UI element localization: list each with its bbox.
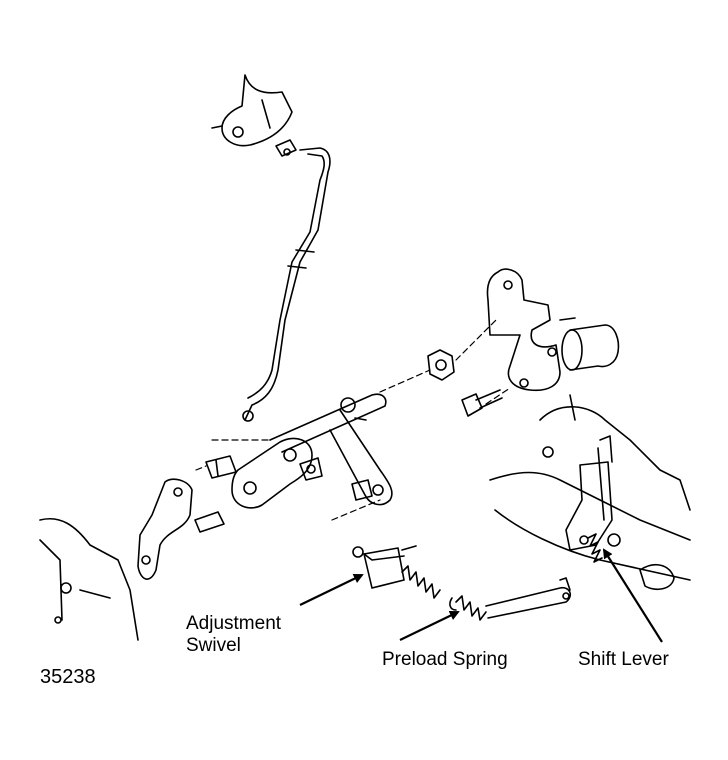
adjustment-swivel-label-line2: Swivel	[186, 635, 241, 656]
upper-bolt	[275, 139, 297, 157]
shift-lever-spring	[587, 533, 621, 563]
label-arrows	[299, 548, 663, 643]
swivel-spring	[401, 565, 441, 599]
right-bracket	[486, 268, 561, 392]
cross-shaft	[269, 393, 393, 506]
preload-spring	[449, 577, 572, 621]
shift-lever-label: Shift Lever	[578, 649, 669, 670]
alignment-lines	[195, 317, 511, 521]
shift-lever-body	[565, 435, 613, 551]
fitting-left	[205, 455, 237, 479]
hex-nut	[427, 349, 455, 381]
front-lever	[231, 437, 313, 509]
adjustment-swivel	[352, 545, 417, 589]
shift-lever-arrow	[602, 548, 663, 643]
figure-number: 35238	[40, 666, 96, 688]
adjustment-swivel-label: Adjustment Swivel	[186, 613, 281, 657]
fitting-left-bolt	[194, 511, 225, 533]
right-housing	[489, 394, 691, 591]
adjustment-swivel-label-line1: Adjustment	[186, 613, 282, 634]
shift-rod	[242, 147, 331, 422]
preload-spring-arrow	[399, 610, 460, 641]
fitting-lower	[351, 479, 373, 501]
preload-spring-label: Preload Spring	[382, 649, 508, 670]
left-housing	[39, 518, 139, 641]
upper-bracket	[211, 74, 293, 147]
left-bracket	[137, 478, 193, 580]
fitting-mid	[299, 457, 323, 481]
right-cylinder	[559, 317, 620, 371]
washer-bolt	[461, 389, 503, 417]
adjustment-swivel-arrow	[299, 573, 364, 606]
